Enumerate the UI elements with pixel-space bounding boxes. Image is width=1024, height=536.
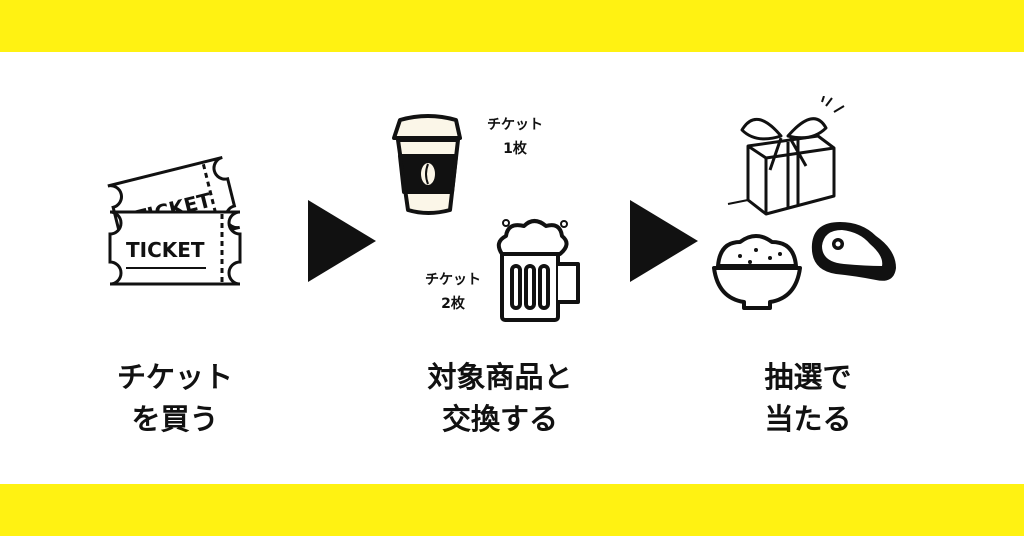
arrow-right-icon: [630, 200, 698, 282]
step-buy-ticket: チケット を買う: [55, 356, 295, 440]
arrow-right-icon: [308, 200, 376, 282]
step-2-line-1: 対象商品と: [427, 360, 573, 394]
beer-mug-icon: [496, 219, 580, 322]
step-exchange: 対象商品と 交換する: [380, 356, 620, 440]
gift-box-icon: [727, 96, 845, 216]
step-lottery: 抽選で 当たる: [688, 356, 928, 440]
ticket-label: TICKET: [126, 238, 205, 262]
step-1-line-2: を買う: [131, 402, 219, 436]
beer-ticket-count: 2枚: [441, 296, 465, 312]
rice-bowl-icon: [712, 234, 802, 310]
coffee-cup-icon: [392, 114, 462, 215]
step-3-line-1: 抽選で: [764, 360, 852, 394]
beer-ticket-label: チケット: [425, 272, 481, 288]
coffee-ticket-label: チケット: [487, 117, 543, 133]
step-2-line-2: 交換する: [441, 402, 558, 436]
ticket-icon: TICKET TICKET: [107, 155, 242, 286]
step-1-line-1: チケット: [116, 360, 233, 394]
bottom-yellow-bar: [0, 484, 1024, 536]
top-yellow-bar: [0, 0, 1024, 52]
step-3-line-2: 当たる: [764, 402, 852, 436]
steak-icon: [811, 222, 896, 281]
coffee-ticket-count: 1枚: [503, 141, 527, 157]
